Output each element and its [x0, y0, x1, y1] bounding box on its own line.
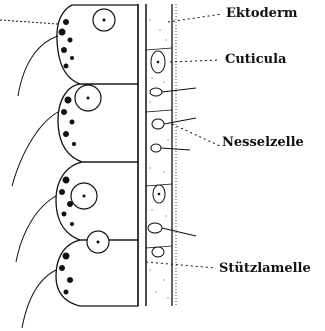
stuetzlamelle: [138, 4, 146, 306]
cuticula-layer: [172, 4, 176, 306]
label-nesselzelle: Nesselzelle: [222, 136, 304, 149]
nuclei: [71, 9, 115, 253]
label-stuetzlamelle: Stützlamelle: [219, 262, 311, 275]
basal-fibers: [0, 20, 58, 328]
label-cuticula: Cuticula: [225, 53, 286, 66]
epithelial-cell-3: [56, 162, 138, 240]
epithelial-cells: [56, 5, 138, 306]
label-ektoderm: Ektoderm: [226, 7, 298, 20]
